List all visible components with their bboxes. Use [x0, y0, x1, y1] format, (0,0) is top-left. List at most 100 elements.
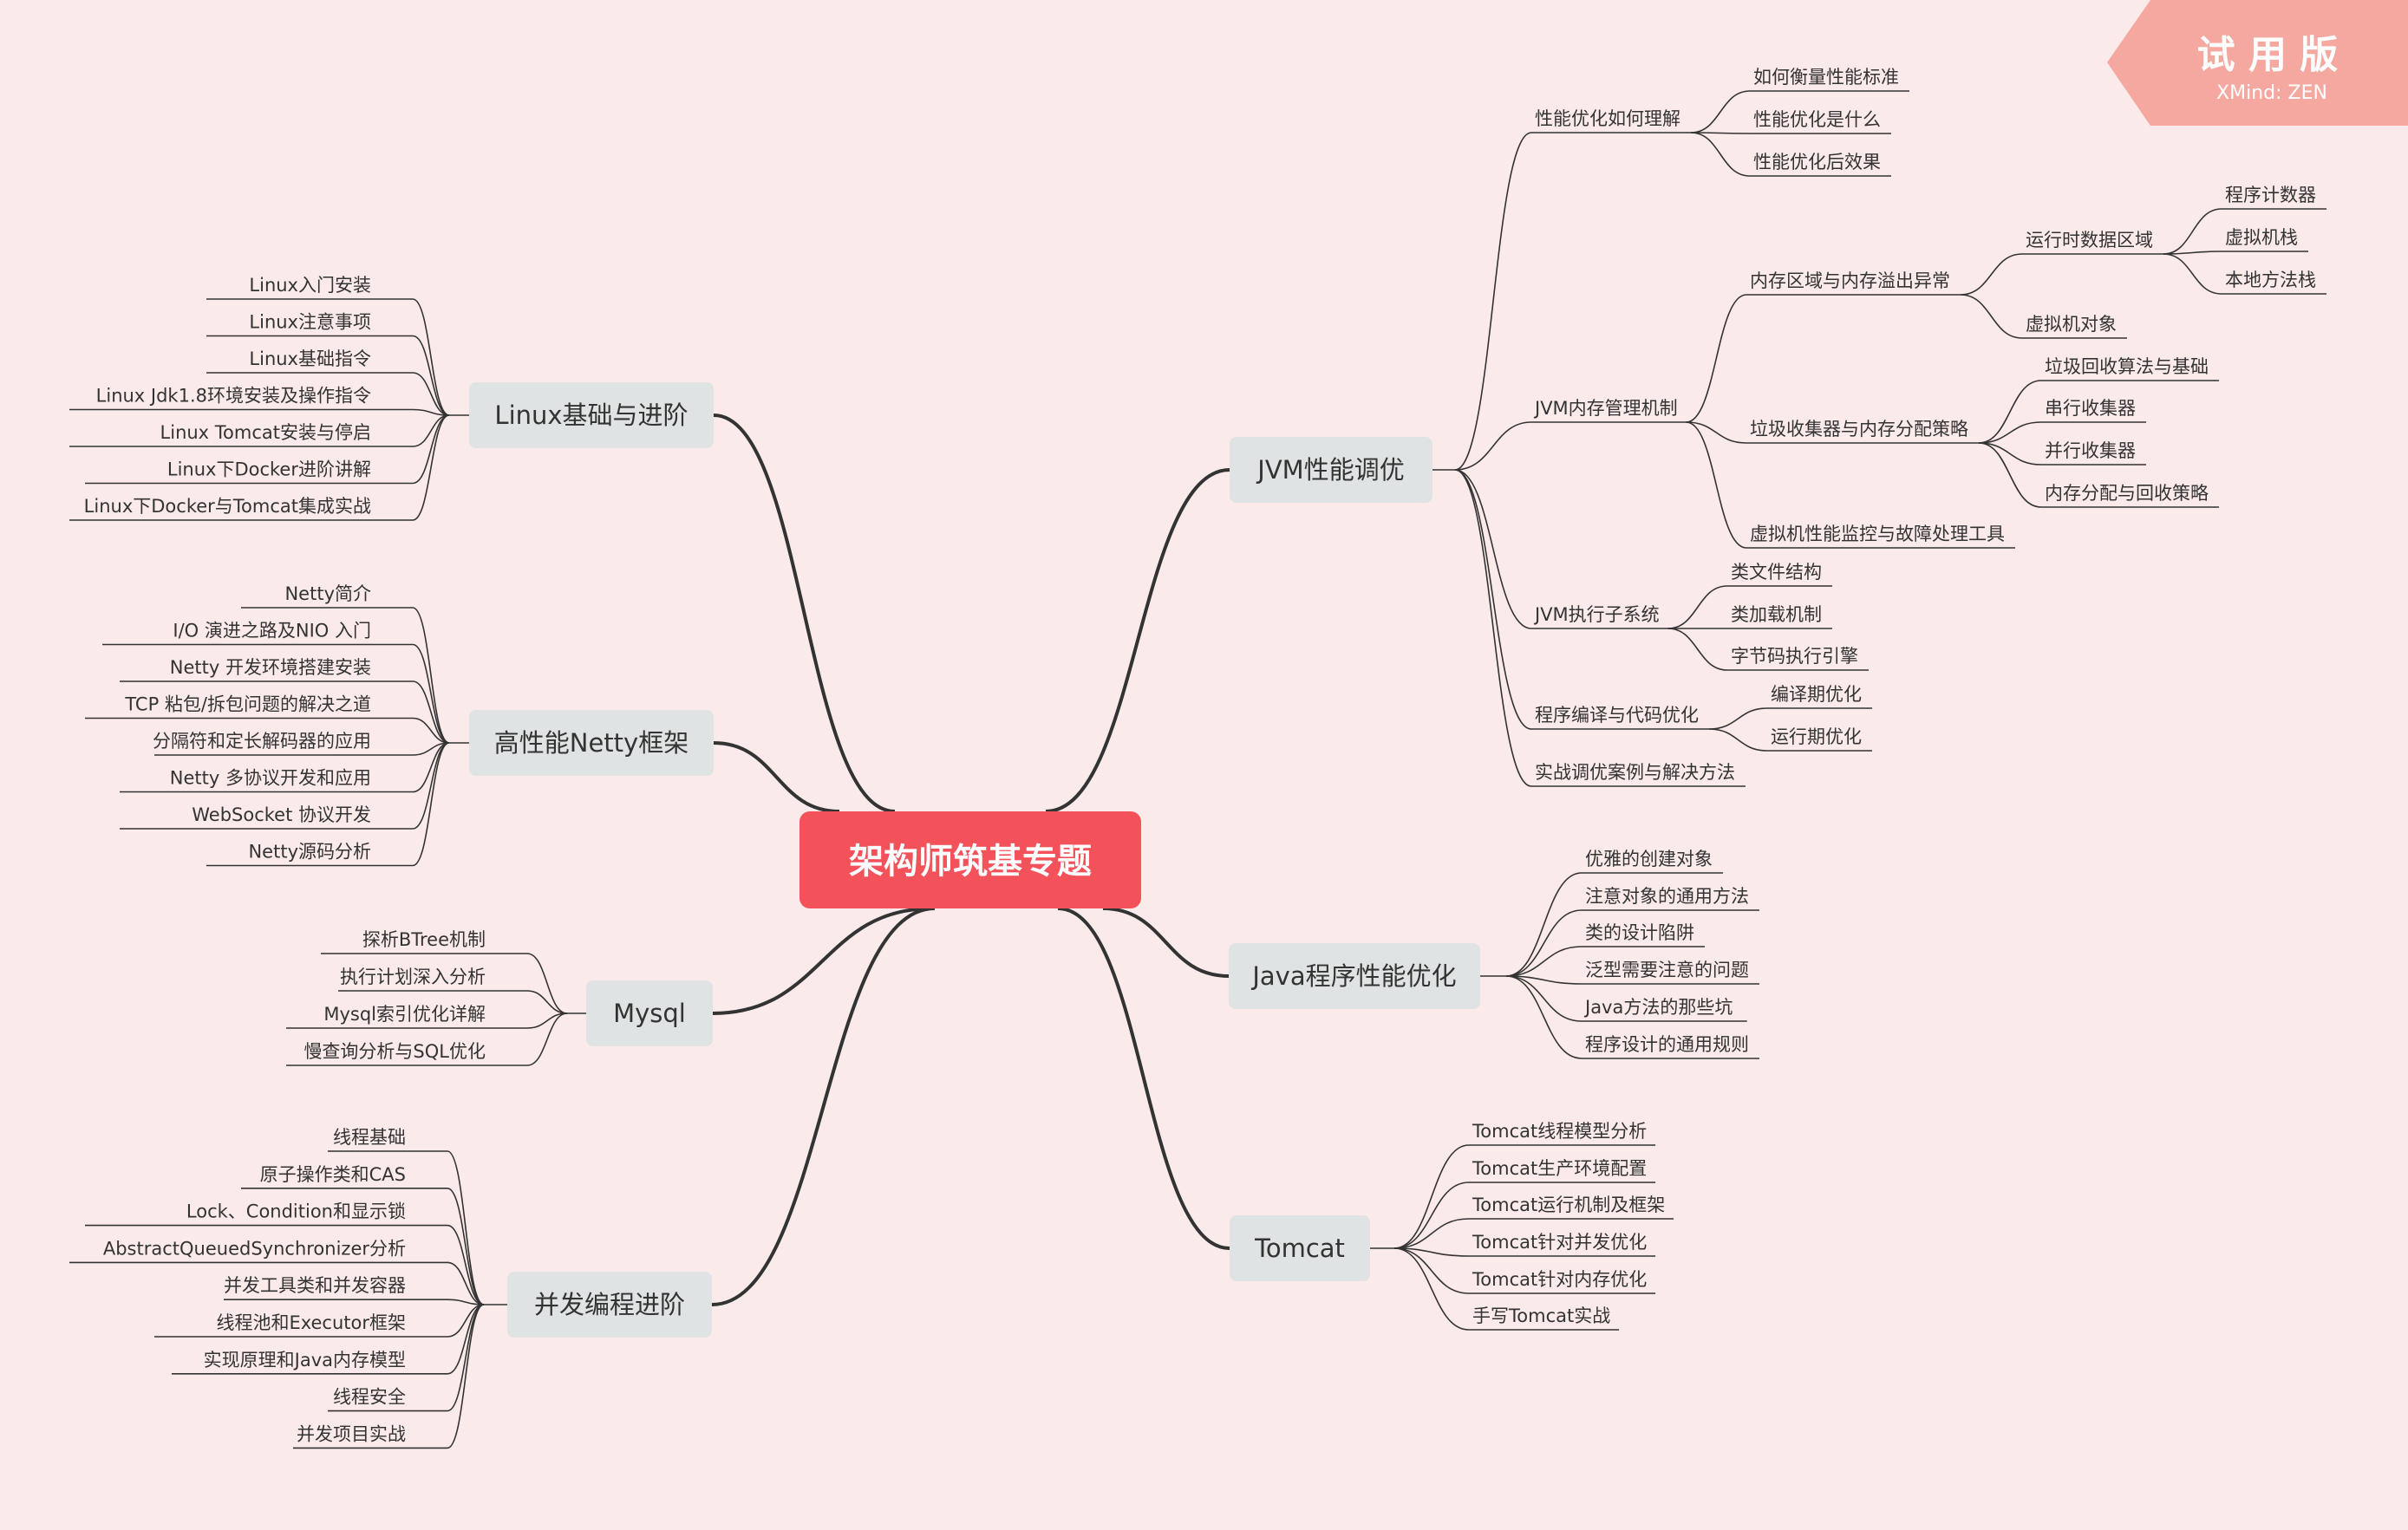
jvm-runtime-2[interactable]: 本地方法栈 — [2225, 270, 2316, 290]
connector-left-1-2 — [412, 680, 450, 744]
tomcat-child-2[interactable]: Tomcat运行机制及框架 — [1472, 1195, 1665, 1215]
subtopic-left-0-1[interactable]: Linux注意事项 — [249, 312, 371, 333]
main-topic-left-2-label[interactable]: Mysql — [613, 999, 686, 1028]
main-topic-left-0-box[interactable] — [469, 382, 714, 448]
root-topic-box[interactable] — [799, 811, 1141, 908]
subtopic-left-0-3[interactable]: Linux Jdk1.8环境安装及操作指令 — [96, 386, 371, 407]
java-child-0[interactable]: 优雅的创建对象 — [1585, 849, 1713, 869]
tomcat-child-5[interactable]: 手写Tomcat实战 — [1472, 1305, 1610, 1326]
subtopic-left-1-5[interactable]: Netty 多协议开发和应用 — [170, 768, 371, 789]
main-topic-left-0[interactable]: Linux基础与进阶 — [469, 382, 714, 448]
main-topic-tomcat-label[interactable]: Tomcat — [1254, 1234, 1345, 1263]
main-topic-left-2-box[interactable] — [586, 980, 713, 1046]
main-topic-java-label[interactable]: Java程序性能优化 — [1250, 961, 1456, 991]
main-topic-left-1-label[interactable]: 高性能Netty框架 — [494, 728, 688, 758]
java-child-5[interactable]: 程序设计的通用规则 — [1585, 1034, 1749, 1055]
subtopic-left-3-1[interactable]: 原子操作类和CAS — [260, 1164, 406, 1185]
subtopic-left-3-5[interactable]: 线程池和Executor框架 — [216, 1312, 406, 1333]
subtopic-left-1-2[interactable]: Netty 开发环境搭建安装 — [170, 657, 371, 678]
jvm-perf-0[interactable]: 如何衡量性能标准 — [1753, 67, 1899, 88]
java-child-1[interactable]: 注意对象的通用方法 — [1585, 886, 1749, 907]
main-topic-left-2[interactable]: Mysql — [586, 980, 713, 1046]
jvm-perf-2[interactable]: 性能优化后效果 — [1753, 152, 1881, 173]
java-child-3[interactable]: 泛型需要注意的问题 — [1585, 960, 1749, 980]
main-topic-tomcat[interactable]: Tomcat — [1230, 1215, 1370, 1281]
jvm-gc-0[interactable]: 垃圾回收算法与基础 — [2045, 356, 2209, 377]
tomcat-child-4[interactable]: Tomcat针对内存优化 — [1472, 1269, 1647, 1290]
connector-jvm-exec-2 — [1667, 628, 1728, 671]
subtopic-left-3-8[interactable]: 并发项目实战 — [297, 1423, 406, 1444]
main-topic-left-3-box[interactable] — [507, 1272, 712, 1338]
subtopic-left-2-3[interactable]: 慢查询分析与SQL优化 — [303, 1041, 486, 1062]
main-topic-left-3[interactable]: 并发编程进阶 — [507, 1272, 712, 1338]
jvm-gc-1[interactable]: 串行收集器 — [2045, 398, 2136, 419]
jvm-gc-2[interactable]: 并行收集器 — [2045, 440, 2136, 461]
jvm-runtime-1[interactable]: 虚拟机栈 — [2225, 227, 2298, 248]
subtopic-left-3-7[interactable]: 线程安全 — [333, 1387, 406, 1408]
jvm-child-4[interactable]: 实战调优案例与解决方法 — [1535, 762, 1735, 783]
topic-nodes: 架构师筑基专题 Linux基础与进阶 Linux入门安装 Linux注意事项 Linux… — [84, 67, 2316, 1444]
main-topic-left-0-label[interactable]: Linux基础与进阶 — [494, 400, 688, 430]
subtopic-left-1-4[interactable]: 分隔符和定长解码器的应用 — [153, 731, 371, 752]
main-topic-java[interactable]: Java程序性能优化 — [1229, 943, 1480, 1009]
tomcat-child-1[interactable]: Tomcat生产环境配置 — [1472, 1158, 1647, 1179]
subtopic-left-2-1[interactable]: 执行计划深入分析 — [340, 967, 486, 987]
subtopic-left-1-0[interactable]: Netty简介 — [284, 583, 371, 604]
subtopic-left-3-0[interactable]: 线程基础 — [333, 1127, 406, 1148]
subtopic-left-1-1[interactable]: I/O 演进之路及NIO 入门 — [173, 621, 371, 641]
subtopic-left-1-7[interactable]: Netty源码分析 — [248, 842, 371, 863]
jvm-child-2[interactable]: JVM执行子系统 — [1533, 604, 1660, 625]
subtopic-left-3-6[interactable]: 实现原理和Java内存模型 — [204, 1350, 406, 1370]
jvm-runtime-0[interactable]: 程序计数器 — [2225, 185, 2316, 205]
jvm-child-0[interactable]: 性能优化如何理解 — [1535, 108, 1680, 129]
root-topic-label[interactable]: 架构师筑基专题 — [849, 842, 1092, 882]
subtopic-left-0-0[interactable]: Linux入门安装 — [249, 275, 371, 296]
root-topic[interactable]: 架构师筑基专题 — [799, 811, 1141, 908]
connector-lines — [69, 90, 2326, 1449]
java-child-4[interactable]: Java方法的那些坑 — [1583, 997, 1733, 1018]
subtopic-left-0-5[interactable]: Linux下Docker进阶讲解 — [167, 459, 371, 480]
subtopic-left-0-6[interactable]: Linux下Docker与Tomcat集成实战 — [84, 496, 371, 517]
jvm-mem-area-0[interactable]: 运行时数据区域 — [2026, 230, 2153, 251]
subtopic-left-1-3[interactable]: TCP 粘包/拆包问题的解决之道 — [124, 694, 371, 715]
jvm-gc-3[interactable]: 内存分配与回收策略 — [2045, 483, 2209, 504]
subtopic-left-3-3[interactable]: AbstractQueuedSynchronizer分析 — [103, 1238, 406, 1259]
jvm-mem-0[interactable]: 内存区域与内存溢出异常 — [1750, 270, 1950, 291]
tomcat-child-3[interactable]: Tomcat针对并发优化 — [1472, 1232, 1647, 1253]
connector-jvm-compile-0 — [1708, 707, 1768, 730]
connector-left-3-1 — [447, 1188, 485, 1305]
jvm-compile-0[interactable]: 编译期优化 — [1771, 684, 1862, 705]
subtopic-left-0-2[interactable]: Linux基础指令 — [249, 348, 371, 369]
watermark-badge — [2107, 0, 2408, 126]
java-child-2[interactable]: 类的设计陷阱 — [1585, 922, 1694, 943]
jvm-exec-2[interactable]: 字节码执行引擎 — [1731, 646, 1858, 667]
main-topic-jvm-label[interactable]: JVM性能调优 — [1256, 455, 1404, 485]
jvm-exec-0[interactable]: 类文件结构 — [1731, 562, 1822, 583]
main-topic-left-1[interactable]: 高性能Netty框架 — [469, 710, 714, 776]
main-topic-jvm[interactable]: JVM性能调优 — [1230, 437, 1432, 503]
main-topic-left-3-label[interactable]: 并发编程进阶 — [534, 1290, 685, 1319]
subtopic-left-2-2[interactable]: Mysql索引优化详解 — [323, 1004, 486, 1025]
jvm-exec-1[interactable]: 类加载机制 — [1731, 604, 1822, 625]
connector-left-0-3 — [412, 408, 450, 416]
jvm-mem-area-1[interactable]: 虚拟机对象 — [2026, 314, 2117, 335]
subtopic-left-2-0[interactable]: 探析BTree机制 — [362, 929, 486, 950]
jvm-mem-2[interactable]: 虚拟机性能监控与故障处理工具 — [1750, 524, 2005, 544]
jvm-child-3[interactable]: 程序编译与代码优化 — [1535, 705, 1699, 726]
main-topic-left-1-box[interactable] — [469, 710, 714, 776]
jvm-child-1[interactable]: JVM内存管理机制 — [1533, 398, 1678, 419]
connector-java-child-2 — [1505, 946, 1582, 977]
main-topic-java-box[interactable] — [1229, 943, 1480, 1009]
main-topic-jvm-box[interactable] — [1230, 437, 1432, 503]
jvm-mem-1[interactable]: 垃圾收集器与内存分配策略 — [1750, 419, 1968, 439]
tomcat-child-0[interactable]: Tomcat线程模型分析 — [1472, 1121, 1647, 1142]
jvm-perf-1[interactable]: 性能优化是什么 — [1753, 109, 1881, 130]
subtopic-left-1-6[interactable]: WebSocket 协议开发 — [192, 804, 371, 825]
jvm-compile-1[interactable]: 运行期优化 — [1771, 726, 1862, 747]
connector-left-2-1 — [526, 990, 568, 1014]
main-topic-tomcat-box[interactable] — [1230, 1215, 1370, 1281]
subtopic-left-3-2[interactable]: Lock、Condition和显示锁 — [186, 1201, 406, 1222]
subtopic-left-0-4[interactable]: Linux Tomcat安装与停启 — [160, 422, 371, 443]
subtopic-left-3-4[interactable]: 并发工具类和并发容器 — [224, 1275, 406, 1296]
